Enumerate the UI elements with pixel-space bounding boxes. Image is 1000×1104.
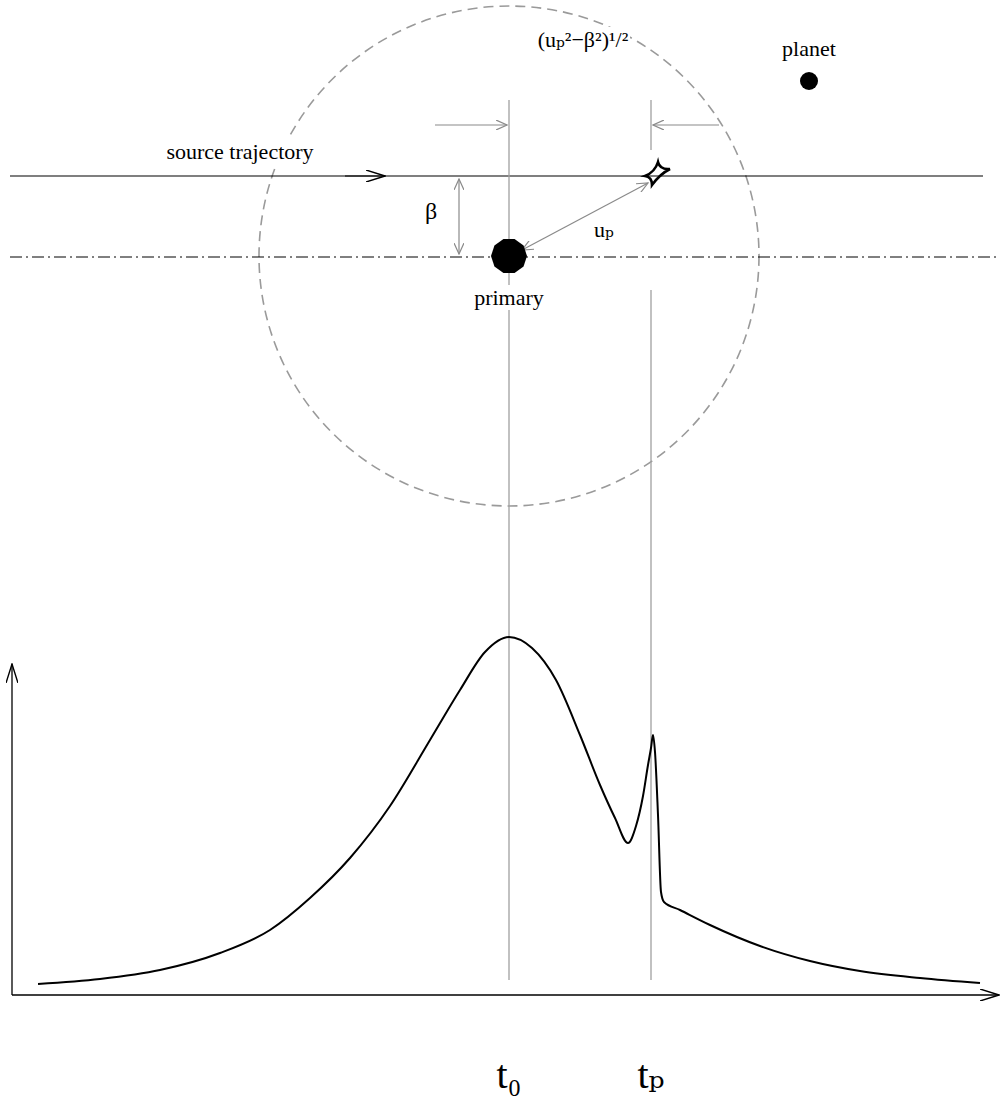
- separation-arrow: [522, 183, 648, 250]
- mass-dot: [490, 237, 528, 275]
- tp-guide: [650, 290, 651, 980]
- planet-lens: planet: [729, 36, 889, 91]
- mass-shape: [800, 72, 818, 90]
- width-arrow-left: [435, 124, 507, 125]
- width-arrow-right: [653, 124, 719, 125]
- planetary-caustic: [645, 162, 670, 185]
- primary-lens: primary: [429, 237, 589, 310]
- trajectory-arrow: [345, 175, 385, 176]
- node-label: primary: [472, 285, 546, 310]
- y-axis: [11, 664, 12, 995]
- light-curve: [38, 637, 980, 984]
- mass-shape: [491, 239, 527, 273]
- mass-dot: [799, 71, 819, 91]
- trajectory-label: source trajectory: [164, 139, 315, 164]
- node-label: planet: [780, 36, 838, 61]
- x-axis: [12, 994, 999, 995]
- tp-guide-top: [650, 100, 651, 150]
- width-formula: (uₚ²−β²)¹/²: [536, 27, 631, 52]
- trajectory-line: [10, 175, 983, 176]
- t0-guide: [508, 100, 509, 980]
- planet-time: tₚ: [635, 1052, 666, 1098]
- impact-arrow: [458, 179, 459, 254]
- impact-parameter: β: [423, 198, 439, 226]
- separation-label: uₚ: [592, 217, 616, 242]
- peak-time: t₀: [494, 1052, 523, 1098]
